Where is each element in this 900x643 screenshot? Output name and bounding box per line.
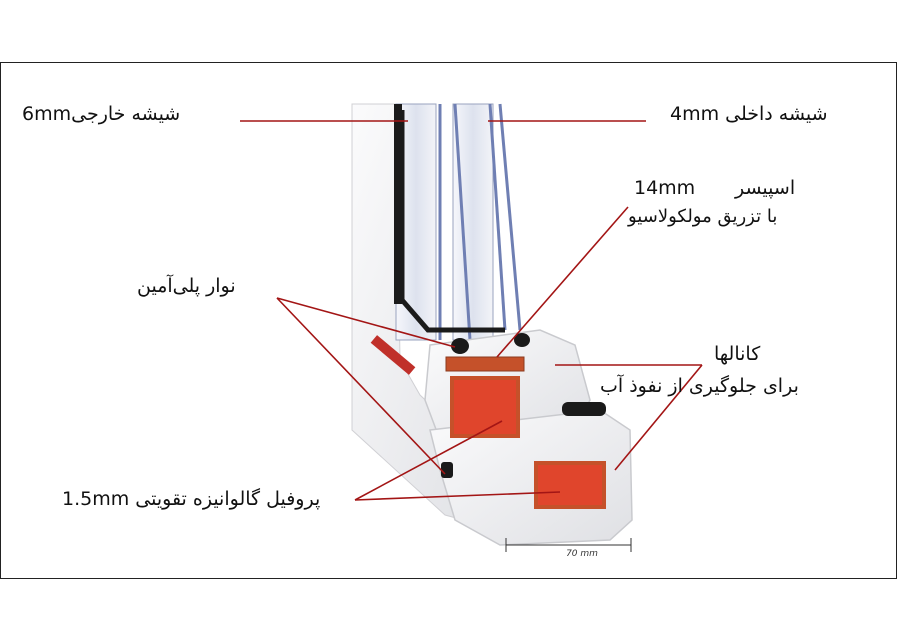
leader-gasket-1 bbox=[276, 297, 456, 348]
outer-glass-dark-edge bbox=[394, 104, 402, 304]
inner-glass-pane bbox=[452, 103, 494, 341]
label-spacer-title: اسپیسر bbox=[735, 177, 796, 199]
gasket-middle bbox=[562, 402, 606, 416]
sash-dark-inner-edge bbox=[399, 110, 505, 333]
label-spacer-desc: با تزریق مولکولاسیو bbox=[628, 206, 778, 227]
spacer-bar bbox=[445, 356, 525, 372]
label-gasket: نوار پلی‌آمین bbox=[137, 275, 236, 297]
label-channels-title: کانالها bbox=[714, 343, 761, 365]
dimension-text: 70 mm bbox=[566, 549, 598, 559]
gasket-top-left bbox=[451, 338, 469, 354]
frame-steel-core bbox=[534, 461, 606, 509]
leader-channel-2 bbox=[614, 364, 703, 471]
glass-edge-4 bbox=[498, 103, 522, 331]
label-spacer-size: 14mm bbox=[634, 177, 696, 199]
gasket-top-right bbox=[514, 333, 530, 347]
glass-edge-3 bbox=[488, 103, 507, 331]
leader-gasket-2 bbox=[276, 297, 446, 475]
leader-spacer bbox=[496, 206, 629, 358]
label-outer-glass: شیشه خارجی6mm bbox=[22, 103, 181, 125]
label-inner-glass: شیشه داخلی 4mm bbox=[670, 103, 828, 125]
gasket-bottom bbox=[441, 462, 453, 478]
label-channels-desc: برای جلوگیری از نفوذ آب bbox=[600, 375, 799, 397]
brand-sticker bbox=[370, 335, 416, 375]
glass-edge-2 bbox=[453, 103, 472, 341]
main-frame-profile bbox=[429, 409, 633, 546]
leader-steel-1 bbox=[354, 420, 503, 501]
label-steel-profile: پروفیل گالوانیزه تقویتی 1.5mm bbox=[62, 488, 321, 510]
sash-steel-core bbox=[450, 376, 520, 438]
leader-steel-2 bbox=[354, 491, 561, 501]
